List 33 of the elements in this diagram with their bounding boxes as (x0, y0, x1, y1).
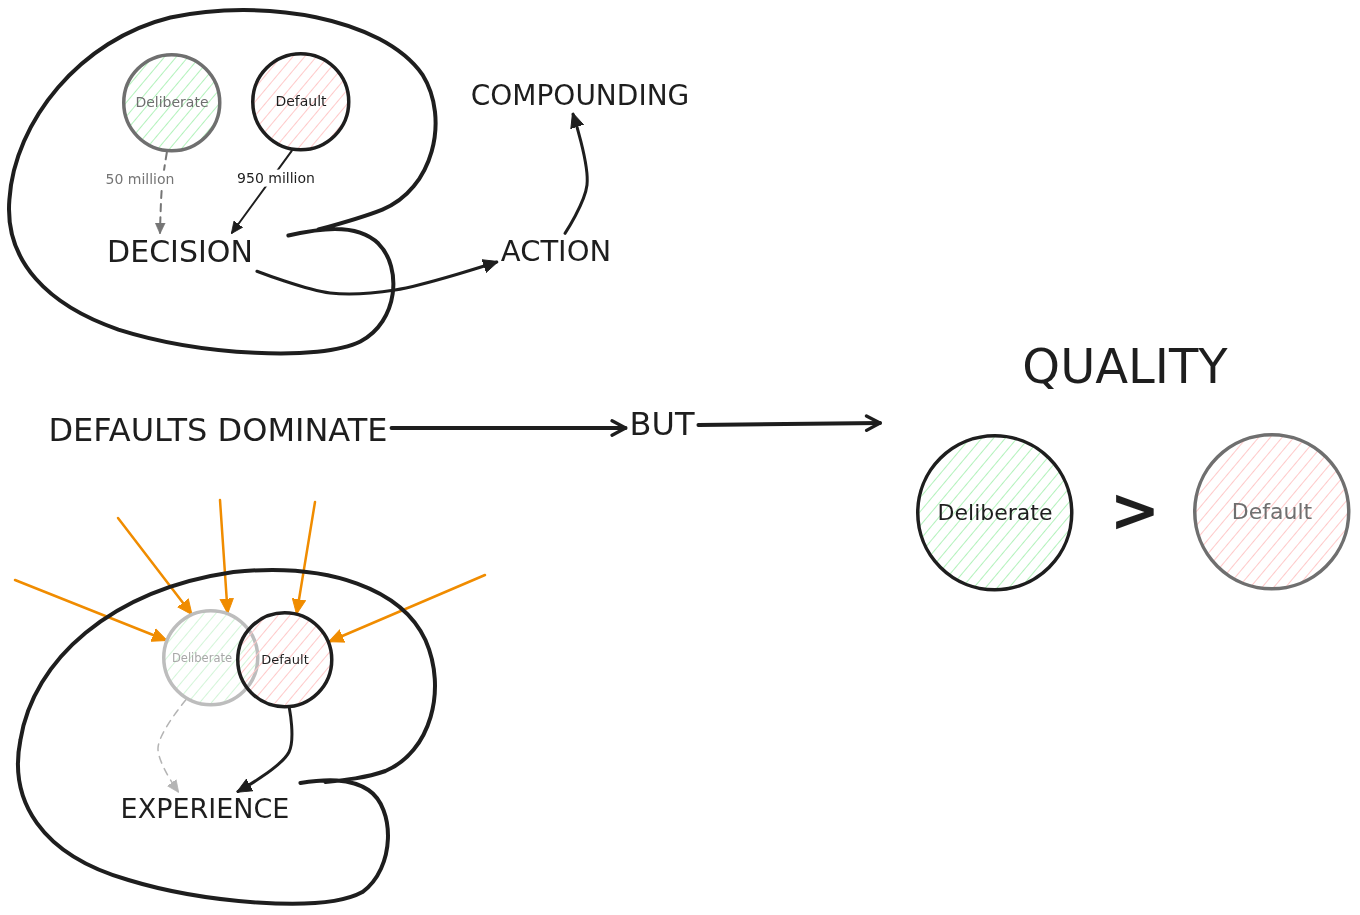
loop-outline (14, 567, 438, 907)
arrow (13, 578, 168, 642)
hatched-circle (121, 52, 223, 154)
arrow (696, 414, 882, 432)
stage-label: COMPOUNDING (466, 77, 694, 115)
arrow (236, 707, 294, 793)
arrow (255, 259, 499, 296)
hatched-circle (1192, 432, 1352, 592)
circle-label: Deliberate (171, 651, 232, 665)
circle-label: Deliberate (135, 95, 209, 111)
hatched-circle (235, 610, 335, 710)
circle-label: Deliberate (937, 500, 1053, 526)
dashed-arrow (157, 699, 187, 793)
loop-outline (5, 7, 439, 357)
hatched-circle (250, 51, 352, 153)
arrow (218, 498, 234, 615)
arrow (116, 516, 193, 616)
arrow (328, 573, 487, 643)
dashed-arrow (154, 151, 168, 235)
circle-label: Default (261, 652, 309, 668)
section-heading: QUALITY (1022, 339, 1228, 393)
arrow (389, 419, 628, 437)
arrow (291, 500, 317, 615)
circle-label: Default (275, 94, 327, 110)
circle-label: Default (1231, 499, 1313, 525)
stage-label: ACTION (496, 233, 616, 271)
stage-label: EXPERIENCE (116, 791, 294, 827)
stage-label: BUT (625, 403, 699, 445)
arrow (563, 112, 589, 235)
comparison-sign: > (1109, 477, 1161, 543)
stage-label: DEFAULTS DOMINATE (44, 409, 392, 451)
stage-label: DECISION (103, 232, 257, 272)
hatched-circle (915, 433, 1075, 593)
